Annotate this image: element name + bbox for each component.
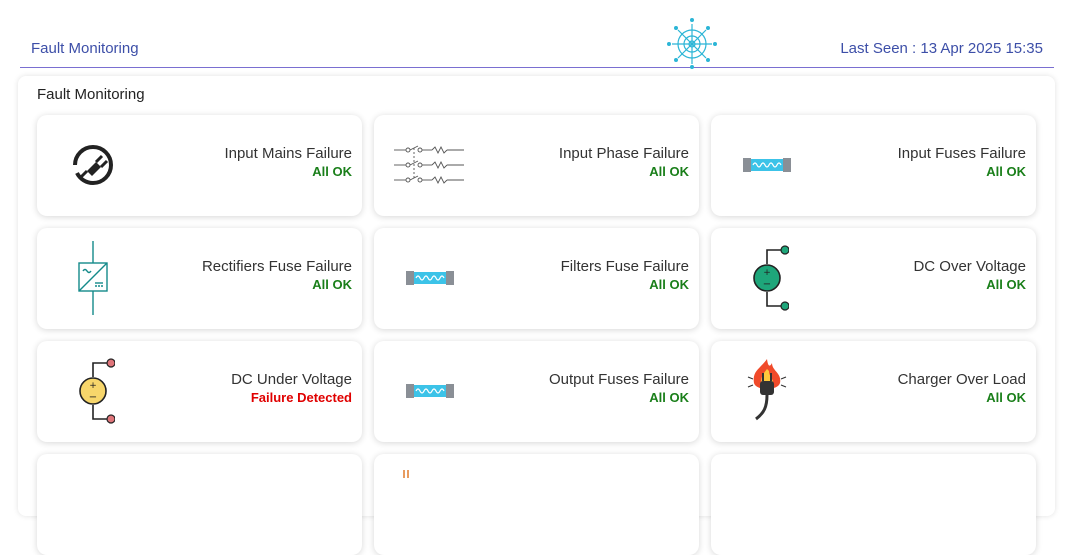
card-label: Input Mains Failure <box>224 145 352 162</box>
card-input-phase-failure[interactable]: Input Phase Failure All OK <box>374 115 699 216</box>
card-output-fuses-failure[interactable]: Output Fuses Failure All OK <box>374 341 699 442</box>
dc-source-yellow-icon: + − <box>53 351 133 431</box>
status-text: Failure Detected <box>250 390 352 405</box>
svg-text:−: − <box>89 392 97 403</box>
status-text: All OK <box>986 390 1026 405</box>
card-label: Filters Fuse Failure <box>560 258 689 275</box>
card-label: Input Phase Failure <box>558 145 689 162</box>
last-seen-timestamp: Last Seen : 13 Apr 2025 15:35 <box>840 40 1043 57</box>
top-bar: Fault Monitoring Last Seen : 13 Apr 2025… <box>20 0 1054 68</box>
status-text: All OK <box>649 390 689 405</box>
web-logo-icon <box>667 18 717 69</box>
plug-off-icon <box>53 125 133 205</box>
dc-source-green-icon: + − <box>727 238 807 318</box>
card-dc-under-voltage[interactable]: + − DC Under Voltage Failure Detected <box>37 341 362 442</box>
svg-text:+: + <box>763 268 771 278</box>
card-label: Input Fuses Failure <box>897 145 1026 162</box>
card-input-mains-failure[interactable]: Input Mains Failure All OK <box>37 115 362 216</box>
card-partial-2[interactable] <box>374 454 699 555</box>
fuse-icon <box>390 351 470 431</box>
svg-text:+: + <box>89 381 97 391</box>
status-text: All OK <box>986 277 1026 292</box>
svg-text:−: − <box>763 279 771 290</box>
card-rectifiers-fuse-failure[interactable]: Rectifiers Fuse Failure All OK <box>37 228 362 329</box>
card-charger-over-load[interactable]: Charger Over Load All OK <box>711 341 1036 442</box>
app-title[interactable]: Fault Monitoring <box>31 40 139 57</box>
card-label: DC Under Voltage <box>231 371 352 388</box>
rectifier-icon <box>53 238 133 318</box>
status-text: All OK <box>649 277 689 292</box>
card-label: Charger Over Load <box>897 371 1026 388</box>
fuse-icon <box>390 238 470 318</box>
status-text: All OK <box>649 164 689 179</box>
card-partial-3[interactable] <box>711 454 1036 555</box>
panel-title: Fault Monitoring <box>37 86 145 103</box>
card-input-fuses-failure[interactable]: Input Fuses Failure All OK <box>711 115 1036 216</box>
card-label: Output Fuses Failure <box>548 371 689 388</box>
status-text: All OK <box>986 164 1026 179</box>
card-filters-fuse-failure[interactable]: Filters Fuse Failure All OK <box>374 228 699 329</box>
phase-switch-icon <box>390 125 470 205</box>
card-label: Rectifiers Fuse Failure <box>201 258 352 275</box>
fuse-icon <box>727 125 807 205</box>
card-dc-over-voltage[interactable]: + − DC Over Voltage All OK <box>711 228 1036 329</box>
partial-icon <box>403 470 409 478</box>
fault-monitoring-panel: Fault Monitoring Input Mains Failure All… <box>18 76 1055 555</box>
burning-plug-icon <box>727 351 807 431</box>
card-partial-1[interactable] <box>37 454 362 555</box>
card-label: DC Over Voltage <box>913 258 1026 275</box>
status-text: All OK <box>312 164 352 179</box>
status-text: All OK <box>312 277 352 292</box>
